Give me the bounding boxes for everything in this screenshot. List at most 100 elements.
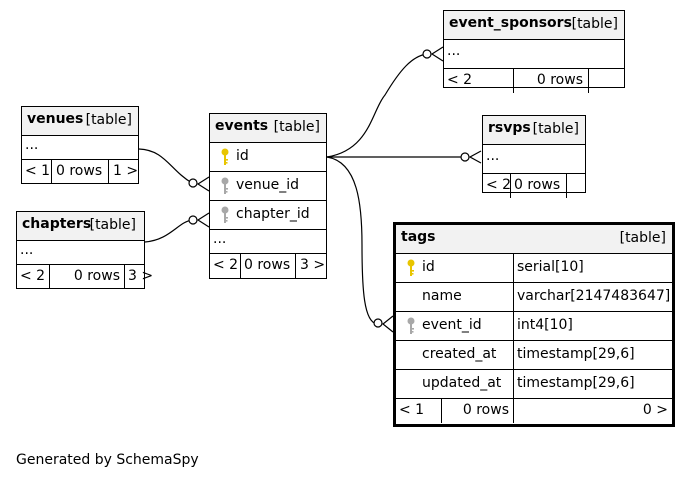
column-name: created_at	[422, 346, 497, 362]
prev-count: < 2	[17, 265, 50, 289]
relation-chapters-events	[144, 219, 193, 243]
column-name: venue_id	[236, 177, 300, 193]
ellipsis: ...	[25, 137, 39, 153]
crows-foot	[430, 46, 444, 62]
table-name: rsvps	[488, 120, 531, 136]
prev-count: < 2	[444, 69, 514, 93]
column-name: name	[422, 288, 462, 304]
table-type: [table]	[619, 230, 666, 246]
foreign-key-icon	[407, 317, 415, 334]
table-type: [table]	[85, 112, 132, 128]
column-type: varchar[2147483647]	[517, 288, 671, 304]
table-events[interactable]: events [table] id venue_id chapter_id ..…	[209, 113, 327, 279]
column-type: timestamp[29,6]	[517, 346, 635, 362]
table-header: tags [table]	[396, 225, 672, 254]
column-row[interactable]: created_at timestamp[29,6]	[396, 341, 672, 370]
crows-foot	[196, 176, 210, 192]
row-count: 0 rows	[514, 69, 589, 93]
foreign-key-icon	[221, 177, 229, 194]
cardinality-circle	[373, 318, 383, 328]
column-row[interactable]: id	[210, 143, 326, 172]
column-name: event_id	[422, 317, 482, 333]
relation-events-event-sponsors	[326, 53, 428, 158]
row-count: 0 rows	[52, 160, 109, 184]
next-count: 3 >	[300, 257, 326, 273]
table-name: venues	[27, 111, 84, 127]
table-body: ...	[22, 136, 138, 160]
table-name: tags	[401, 229, 436, 245]
cardinality-circle	[460, 152, 470, 162]
column-name: chapter_id	[236, 206, 310, 222]
table-body: ...	[483, 145, 585, 174]
primary-key-icon	[221, 148, 229, 165]
column-row[interactable]: event_id int4[10]	[396, 312, 672, 341]
next-count: 0 >	[642, 402, 668, 418]
column-name: id	[422, 259, 435, 275]
table-footer: < 2 0 rows 3 >	[210, 254, 326, 278]
table-type: [table]	[89, 217, 136, 233]
table-type: [table]	[571, 16, 618, 32]
cardinality-circle	[422, 49, 432, 59]
next-count	[567, 174, 585, 198]
column-type: int4[10]	[517, 317, 573, 333]
table-name: event_sponsors	[449, 15, 572, 31]
column-type: serial[10]	[517, 259, 584, 275]
next-count: 3 >	[128, 268, 154, 284]
table-type: [table]	[532, 121, 579, 137]
column-row[interactable]: chapter_id	[210, 201, 326, 230]
prev-count: < 1	[396, 399, 442, 423]
crows-foot	[382, 315, 394, 333]
table-header: rsvps [table]	[483, 116, 585, 145]
table-footer: < 2 0 rows	[483, 174, 585, 198]
ellipsis: ...	[447, 43, 461, 59]
row-count: 0 rows	[442, 399, 514, 423]
crows-foot	[196, 212, 210, 228]
table-body: ...	[210, 230, 326, 254]
row-count: 0 rows	[241, 254, 296, 278]
table-header: venues [table]	[22, 107, 138, 136]
table-footer: < 2 0 rows 3 >	[17, 265, 154, 289]
table-footer: < 1 0 rows 0 >	[396, 399, 672, 423]
table-rsvps[interactable]: rsvps [table] ... < 2 0 rows	[482, 115, 586, 198]
table-header: event_sponsors [table]	[444, 11, 624, 40]
table-header: events [table]	[210, 114, 326, 143]
column-name: updated_at	[422, 375, 502, 391]
table-event-sponsors[interactable]: event_sponsors [table] ... < 2 0 rows	[443, 10, 625, 93]
crows-foot	[468, 150, 482, 164]
table-body: ...	[444, 40, 624, 69]
cardinality-circle	[188, 215, 198, 225]
foreign-key-icon	[221, 206, 229, 223]
prev-count: < 2	[483, 174, 511, 198]
cardinality-circle	[188, 178, 198, 188]
table-body: ...	[17, 241, 144, 265]
ellipsis: ...	[486, 148, 500, 164]
generated-by-label: Generated by SchemaSpy	[16, 452, 199, 468]
table-header: chapters [table]	[17, 212, 144, 241]
column-row[interactable]: id serial[10]	[396, 254, 672, 283]
row-count: 0 rows	[511, 174, 567, 198]
next-count	[589, 69, 624, 93]
table-name: events	[215, 118, 269, 134]
relation-events-tags	[326, 156, 378, 325]
column-name: id	[236, 148, 249, 164]
column-type: timestamp[29,6]	[517, 375, 635, 391]
column-row[interactable]: updated_at timestamp[29,6]	[396, 370, 672, 399]
ellipsis: ...	[213, 231, 227, 247]
table-type: [table]	[273, 119, 320, 135]
prev-count: < 1	[22, 160, 52, 184]
table-name: chapters	[22, 216, 92, 232]
table-venues[interactable]: venues [table] ... < 1 0 rows 1 >	[21, 106, 139, 184]
table-footer: < 2 0 rows	[444, 69, 624, 93]
row-count: 0 rows	[50, 265, 125, 289]
table-chapters[interactable]: chapters [table] ... < 2 0 rows 3 >	[16, 211, 154, 289]
table-tags[interactable]: tags [table] id serial[10] name varchar[…	[393, 222, 675, 427]
next-count: 1 >	[113, 163, 139, 179]
ellipsis: ...	[20, 242, 34, 258]
column-row[interactable]: name varchar[2147483647]	[396, 283, 672, 312]
table-footer: < 1 0 rows 1 >	[22, 160, 138, 184]
column-row[interactable]: venue_id	[210, 172, 326, 201]
relation-venues-events	[138, 148, 193, 184]
primary-key-icon	[407, 259, 415, 276]
prev-count: < 2	[210, 254, 241, 278]
